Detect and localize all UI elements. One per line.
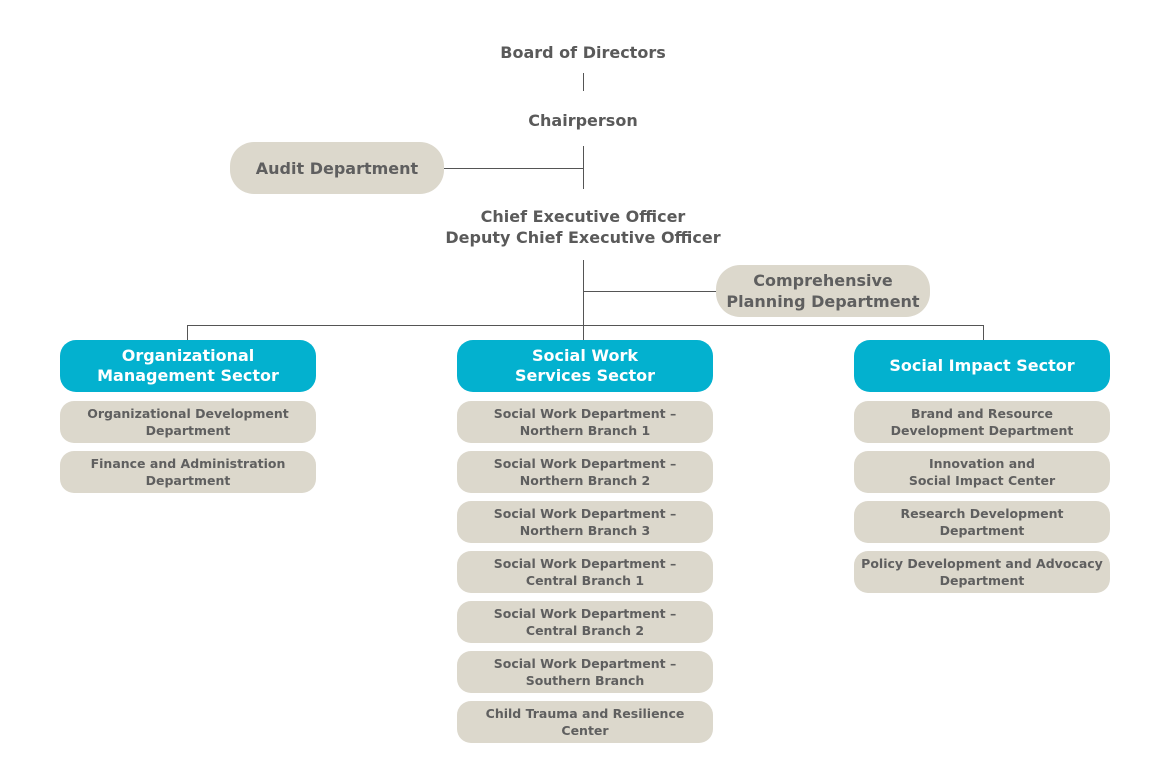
chief-executive-officer: Chief Executive Officer Deputy Chief Exe… [445, 207, 721, 247]
connector-board-chair [583, 73, 584, 91]
department-item: Policy Development and Advocacy Departme… [854, 551, 1110, 593]
connector-sectors-bar [187, 325, 984, 326]
comprehensive-planning-department: Comprehensive Planning Department [716, 265, 930, 317]
department-item: Child Trauma and Resilience Center [457, 701, 713, 743]
department-item: Social Work Department – Northern Branch… [457, 401, 713, 443]
connector-chair-ceo [583, 146, 584, 189]
chairperson: Chairperson [528, 111, 638, 130]
department-item: Brand and Resource Development Departmen… [854, 401, 1110, 443]
sector-organizational-management: Organizational Management Sector [60, 340, 316, 392]
department-item: Innovation and Social Impact Center [854, 451, 1110, 493]
department-item: Social Work Department – Southern Branch [457, 651, 713, 693]
connector-sector-right [983, 325, 984, 340]
department-item: Social Work Department – Central Branch … [457, 601, 713, 643]
department-item: Finance and Administration Department [60, 451, 316, 493]
sector-social-impact: Social Impact Sector [854, 340, 1110, 392]
department-item: Organizational Development Department [60, 401, 316, 443]
connector-audit [443, 168, 584, 169]
sector-social-work-services: Social Work Services Sector [457, 340, 713, 392]
connector-planning [583, 291, 717, 292]
connector-ceo-sectors [583, 260, 584, 340]
connector-sector-left [187, 325, 188, 340]
board-of-directors: Board of Directors [500, 43, 666, 62]
department-item: Social Work Department – Central Branch … [457, 551, 713, 593]
department-item: Social Work Department – Northern Branch… [457, 501, 713, 543]
department-item: Research Development Department [854, 501, 1110, 543]
department-item: Social Work Department – Northern Branch… [457, 451, 713, 493]
audit-department: Audit Department [230, 142, 444, 194]
